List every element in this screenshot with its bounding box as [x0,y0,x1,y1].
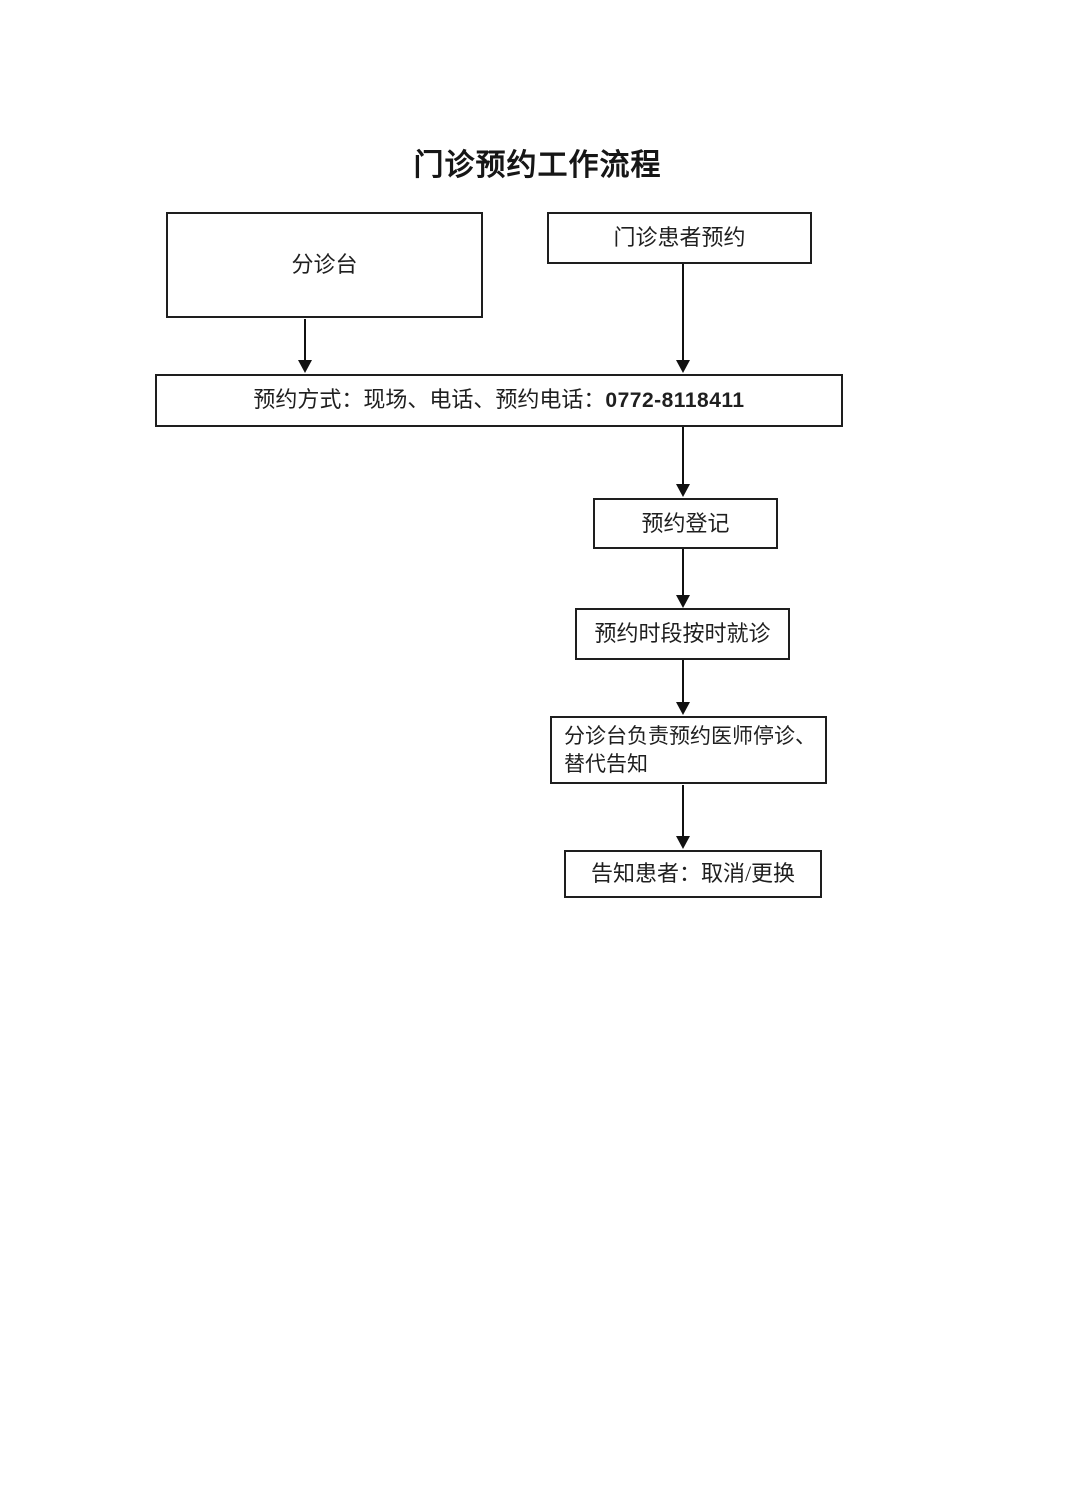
arrow-down-icon [676,836,690,849]
flow-node-label: 分诊台 [291,252,358,278]
arrow-shaft [682,427,684,486]
flow-node-notify-patient: 告知患者：取消/更换 [564,850,822,898]
arrow-shaft [682,660,684,704]
arrow-down-icon [676,702,690,715]
flow-node-label: 预约时段按时就诊 [594,621,771,647]
flow-node-label: 门诊患者预约 [613,225,746,251]
connector-arrow-triage-to-methods [298,319,312,373]
flow-node-label: 分诊台负责预约医师停诊、替代告知 [564,724,816,776]
flow-node-label: 预约登记 [641,510,730,536]
arrow-shaft [682,785,684,838]
page-title: 门诊预约工作流程 [413,149,662,182]
connector-arrow-suspension-to-notify [676,785,690,849]
booking-phone-number: 0772-8118411 [605,389,745,413]
flow-node-booking-methods: 预约方式：现场、电话、预约电话：0772-8118411 [155,374,843,427]
connector-arrow-outpatient-to-methods [676,264,690,373]
arrow-down-icon [676,595,690,608]
flow-node-booking-registration: 预约登记 [593,498,778,549]
arrow-down-icon [676,484,690,497]
flow-node-outpatient-booking: 门诊患者预约 [547,212,812,264]
arrow-down-icon [676,360,690,373]
arrow-shaft [682,549,684,597]
arrow-shaft [682,264,684,362]
arrow-down-icon [298,360,312,373]
connector-arrow-registration-to-ontime [676,549,690,608]
connector-arrow-methods-to-registration [676,427,690,497]
booking-methods-text: 预约方式：现场、电话、预约电话： [253,387,606,413]
flow-node-label: 告知患者：取消/更换 [590,861,796,887]
arrow-shaft [304,319,306,362]
flow-node-label: 预约方式：现场、电话、预约电话：0772-8118411 [253,386,744,414]
flow-node-ontime-visit: 预约时段按时就诊 [575,608,790,660]
flow-node-triage-desk: 分诊台 [166,212,483,318]
flow-node-suspension-notice: 分诊台负责预约医师停诊、替代告知 [550,716,827,784]
connector-arrow-ontime-to-suspension [676,660,690,715]
